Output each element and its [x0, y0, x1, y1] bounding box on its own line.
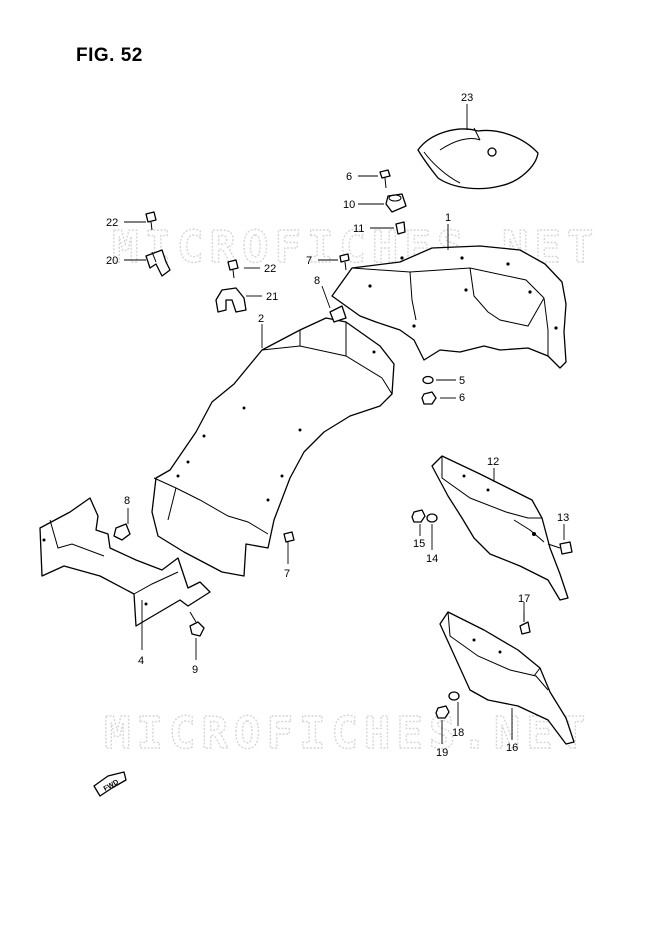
callout-8-upper: 8: [314, 275, 320, 287]
callout-12: 12: [487, 456, 499, 468]
callout-labels: 23 6 10 11 1 7 8 2 22 20 22 21 5 6 8 7 4…: [106, 92, 569, 759]
part-3-mud-flap: [39, 497, 211, 627]
callout-1: 1: [445, 212, 451, 224]
callout-13: 13: [557, 512, 569, 524]
callout-5: 5: [459, 375, 465, 387]
part-1-rear-fender: [331, 245, 567, 369]
part-16-license-bracket: [439, 611, 575, 745]
callout-10: 10: [343, 199, 355, 211]
callout-15: 15: [413, 538, 425, 550]
callout-7-lower: 7: [284, 568, 290, 580]
callout-22-left: 22: [106, 217, 118, 229]
part-20-clamp: [145, 249, 171, 277]
callout-17: 17: [518, 593, 530, 605]
callout-2: 2: [258, 313, 264, 325]
leader-lines: [124, 104, 565, 744]
callout-23: 23: [461, 92, 473, 104]
part-2-fender-lower: [151, 317, 395, 577]
callout-4: 6: [346, 171, 352, 183]
callout-9: 9: [192, 664, 198, 676]
callout-14: 14: [426, 553, 438, 565]
part-23-cover: [417, 127, 539, 190]
callout-8-lower: 8: [124, 495, 130, 507]
figure-title: FIG. 52: [76, 45, 143, 66]
callout-7-upper: 7: [306, 255, 312, 267]
callout-11: 11: [353, 223, 364, 235]
fwd-arrow-icon: FWD: [93, 771, 127, 797]
callout-18: 18: [452, 727, 464, 739]
hardware: [113, 169, 573, 719]
part-21-clamp: [215, 287, 247, 313]
callout-19: 19: [436, 747, 448, 759]
callout-21: 21: [266, 291, 278, 303]
callout-3: 4: [138, 655, 144, 667]
part-12-bracket: [431, 455, 569, 601]
watermark-bottom: MICROFICHES.NET: [104, 708, 591, 759]
callout-20: 20: [106, 255, 118, 267]
callout-6: 6: [459, 392, 465, 404]
callout-16: 16: [506, 742, 518, 754]
callout-22-right: 22: [264, 263, 276, 275]
